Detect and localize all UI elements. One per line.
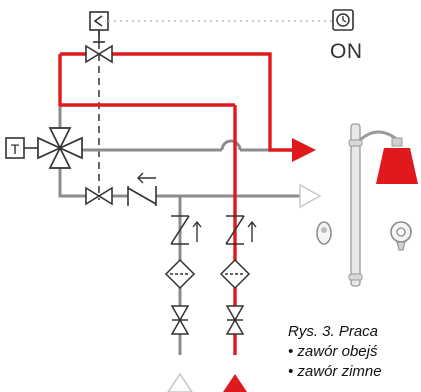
thermostat-label: T bbox=[11, 141, 20, 157]
caption-line-2: • zawór zimne bbox=[288, 363, 382, 380]
cold-riser-check-valve bbox=[170, 215, 190, 245]
cold-strainer bbox=[164, 258, 196, 290]
hot-inlet-arrow bbox=[223, 374, 247, 392]
shower-rail-icon bbox=[348, 123, 363, 287]
caption-line-1: • zawór obejś bbox=[288, 343, 378, 360]
bypass-valve bbox=[85, 41, 113, 64]
check-valve bbox=[127, 186, 157, 206]
thermostatic-mixing-valve bbox=[37, 127, 83, 169]
cold-outlet-arrow bbox=[299, 183, 322, 209]
flow-arrow-up-icon bbox=[247, 220, 257, 242]
flow-arrow-left-icon bbox=[137, 172, 156, 184]
flow-arrow-up-icon bbox=[192, 220, 202, 242]
hot-outlet-arrow bbox=[292, 138, 316, 162]
shower-head-icon bbox=[359, 130, 418, 184]
timer-on-label: ON bbox=[330, 40, 363, 63]
control-box bbox=[89, 11, 109, 31]
mixer-knob-icon bbox=[390, 221, 412, 251]
cold-inlet-arrow bbox=[167, 372, 193, 392]
hot-strainer bbox=[219, 258, 251, 290]
cold-stop-valve bbox=[170, 305, 190, 335]
cold-shutoff-valve bbox=[85, 186, 113, 206]
caption-title: Rys. 3. Praca bbox=[288, 323, 379, 340]
hot-stop-valve bbox=[225, 305, 245, 335]
hot-riser-check-valve bbox=[225, 215, 245, 245]
thermostat-box: T bbox=[5, 137, 25, 159]
clock-icon bbox=[332, 9, 354, 31]
hand-shower-icon bbox=[316, 221, 332, 245]
figure-caption: Rys. 3. Praca • zawór obejś • zawór zimn… bbox=[288, 322, 382, 382]
